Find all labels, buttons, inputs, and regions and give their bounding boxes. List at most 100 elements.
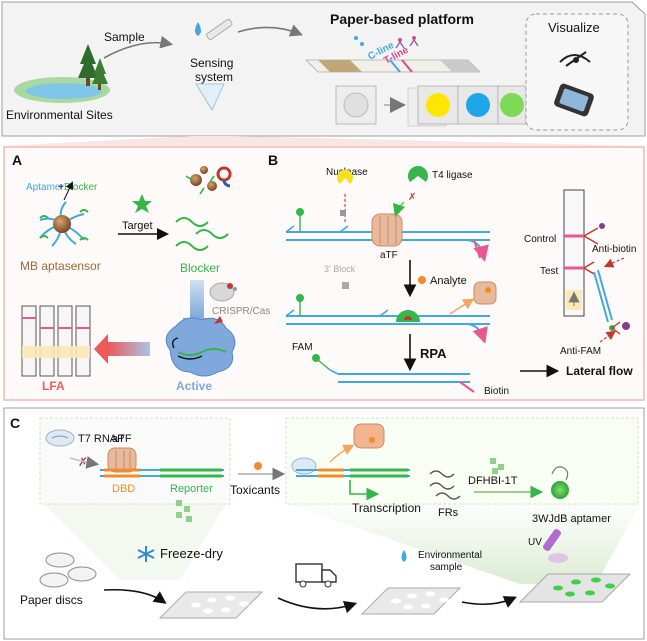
reaction-box	[285, 417, 639, 505]
sensing-system-icon	[195, 18, 233, 111]
uv-label: UV	[528, 537, 542, 548]
to-readout-arrow	[461, 596, 517, 608]
dye-squares-icon	[176, 500, 192, 522]
t4-ligase-icon	[408, 166, 428, 182]
dye-squares-2-icon	[490, 458, 504, 474]
aptamer-glow-icon	[551, 466, 569, 499]
crispr-cas-icon	[209, 282, 237, 302]
atf-dimer-icon	[107, 447, 137, 473]
toxicants-label: Toxicants	[230, 483, 280, 497]
to-platform-arrow	[237, 24, 303, 37]
atf-protein-icon-1	[371, 213, 403, 247]
discs-arrow	[103, 588, 167, 604]
released-atf-icon	[473, 281, 497, 305]
fluorogenic-rna-icon	[429, 470, 461, 500]
panel-connector	[2, 136, 646, 146]
mb-aptasensor-label: MB aptasensor	[20, 259, 101, 273]
sample-label: Sample	[104, 30, 145, 44]
reporter-label: Reporter	[170, 483, 213, 495]
dna-construct	[100, 468, 224, 478]
smartphone-icon	[554, 83, 594, 117]
frs-label: FRs	[438, 507, 459, 519]
target-label: Target	[122, 220, 153, 232]
crispr-label: CRISPR/Cas	[212, 306, 270, 317]
environmental-site-illustration	[14, 44, 110, 103]
glowing-sheet	[518, 573, 632, 603]
plus-label: +	[58, 182, 64, 193]
dna-row-2	[285, 294, 490, 344]
env-sample-label-1: Environmental	[418, 550, 482, 561]
red-left-arrow-head	[94, 334, 108, 364]
visualize-box	[525, 13, 629, 131]
ligase-block-x: ✗	[408, 192, 416, 203]
transport-arrow	[277, 597, 358, 614]
lfa-strip-detail	[563, 189, 630, 343]
freeze-dry-label: Freeze-dry	[160, 546, 223, 561]
delivery-truck-icon	[295, 563, 337, 588]
test-label: Test	[540, 266, 559, 277]
panel-ab-frame	[3, 146, 645, 401]
panel-c-letter: C	[10, 415, 20, 431]
lfa-label: LFA	[42, 379, 65, 393]
atf-label: aTF	[380, 250, 398, 261]
analyte-label: Analyte	[430, 275, 467, 287]
dna-row-3	[312, 354, 475, 393]
env-sample-label-2: sample	[430, 562, 463, 573]
anti-fam-label: Anti-FAM	[560, 346, 601, 357]
dna-construct-free	[296, 468, 410, 478]
platform-title: Paper-based platform	[330, 11, 474, 27]
dfhbi-label: DFHBI-1T	[468, 475, 518, 487]
visualize-label: Visualize	[548, 20, 600, 35]
released-atf-c-icon	[353, 423, 385, 449]
red-left-arrow-shaft	[108, 342, 150, 356]
sensing-label-1: Sensing	[190, 56, 233, 70]
paper-discs-label: Paper discs	[20, 593, 83, 607]
blue-down-arrow-shaft	[190, 280, 204, 318]
panel-c: C T7 RNAP ✗ aTF DBD Reporte	[10, 415, 640, 619]
snowflake-icon	[137, 546, 155, 562]
toxicant-dot-icon	[254, 462, 262, 470]
env-sites-label: Environmental Sites	[6, 108, 113, 122]
blocker-top-label: Blocker	[64, 182, 98, 193]
mb-aptasensor-icon	[39, 201, 89, 247]
aptamer-3wjdb-label: 3WJdB aptamer	[532, 513, 611, 525]
panel-b: B Nuclease T4 ligase ✗ aTF 3' Block	[268, 152, 636, 397]
panel-b-letter: B	[268, 152, 278, 168]
t7-rnap-bound-icon	[291, 457, 317, 475]
paper-discs-icon	[39, 552, 97, 588]
t7-rnap-icon	[45, 429, 75, 447]
lateral-flow-label: Lateral flow	[566, 364, 633, 378]
target-bound-complex-icon	[185, 166, 232, 195]
block3-label: 3' Block	[324, 264, 356, 274]
blocker-strands-icon	[175, 217, 229, 251]
rpa-label: RPA	[420, 346, 447, 361]
drop-icon	[401, 550, 407, 562]
transcription-label: Transcription	[352, 501, 421, 515]
uv-lamp-icon	[543, 529, 568, 563]
sample-arrow	[103, 35, 174, 59]
analyte-dot-icon	[418, 276, 426, 284]
t4-ligase-label: T4 ligase	[432, 170, 473, 181]
active-cas-complex-icon	[165, 316, 236, 377]
eye-icon	[559, 51, 591, 67]
blocker-label: Blocker	[180, 261, 220, 275]
aptamer-label: Aptamer	[26, 182, 64, 193]
transcription-arrow	[349, 480, 380, 501]
nuclease-icon	[337, 169, 353, 184]
fam-label: FAM	[292, 342, 313, 353]
active-label: Active	[176, 379, 212, 393]
sample-sheet	[360, 587, 462, 615]
dry-sheet	[158, 591, 264, 619]
beam-right	[288, 504, 640, 584]
paper-disc-color-series	[335, 85, 527, 127]
beam-left	[44, 504, 226, 580]
anti-biotin-label: Anti-biotin	[592, 244, 636, 255]
panel-a-letter: A	[12, 152, 22, 168]
panel-a: A Aptamer + Blocker MB aptasensor Target	[12, 152, 270, 393]
dbd-label: DBD	[112, 483, 135, 495]
test-strip-illustration	[305, 36, 481, 73]
t7-rnap-label: T7 RNAP	[78, 433, 124, 445]
block3-icon	[342, 282, 349, 289]
